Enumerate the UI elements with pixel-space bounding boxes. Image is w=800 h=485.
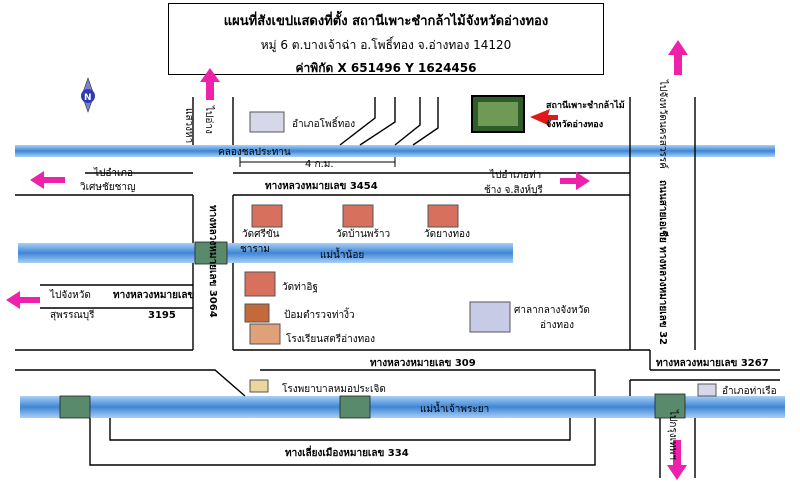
pa-mok-district-label: อำเภอท่าเรือ [722, 385, 777, 397]
distance-label: 4 ก.ม. [305, 159, 334, 170]
district-office-2-icon [697, 383, 717, 397]
road-309-label: ทางหลวงหมายเลข 309 [370, 358, 476, 369]
district-office-icon [249, 111, 285, 133]
hospital-icon [249, 379, 269, 393]
provincial-hall-icon [469, 301, 511, 333]
direction-arrows [6, 40, 688, 480]
arrow-left-icon [30, 171, 65, 189]
arrow-right-icon [560, 172, 590, 190]
canal-label: คลองชลประทาน [218, 147, 291, 158]
road-3454-label: ทางหลวงหมายเลข 3454 [265, 181, 378, 192]
bridge-icon-2 [59, 395, 91, 419]
arrow-left-lower-icon [6, 291, 40, 309]
to-north-a: ไปอ่าง [203, 105, 215, 134]
to-nakhon-sawan-label: ไปจังหวัดนครสวรรค์ [657, 79, 669, 169]
school-icon [249, 323, 281, 345]
arrow-up-right-icon [668, 40, 688, 75]
road-lines [15, 97, 780, 478]
road-3064-label: ทางหลวงหมายเลข 3064 [207, 205, 218, 318]
wat-tha-ithu-label: วัดท่าอิฐ [282, 282, 318, 293]
to-bangkok-label: ไปกรุงเทพฯ [667, 409, 679, 460]
noi-river-label: แม่น้ำน้อย [320, 247, 364, 261]
wat-yang-thong-label: วัดยางทอง [424, 229, 470, 240]
provincial-hall-label-2: อ่างทอง [540, 320, 574, 331]
wat-ban-phrao-label: วัดบ้านพร้าว [336, 228, 390, 240]
map-title: แผนที่สังเขปแสดงที่ตั้ง สถานีเพาะชำกล้าไ… [223, 14, 549, 29]
station-photo-inner [478, 102, 518, 126]
to-tha-chang-a: ไปอำเภอท่า [489, 169, 541, 181]
arrow-up-icon [200, 68, 220, 100]
temple-icon-2 [342, 204, 374, 228]
compass-icon [81, 77, 95, 113]
wat-si-khan-label: วัดศรีขัน [242, 228, 280, 240]
to-north-b: แสวงหา [183, 108, 194, 143]
to-wiset-a: ไปอำเภอ [93, 167, 133, 179]
road-3195-label-a: ทางหลวงหมายเลข [113, 290, 195, 301]
road-3267-label: ทางหลวงหมายเลข 3267 [656, 358, 769, 369]
building-icons [244, 111, 717, 397]
temple-icon-1 [251, 204, 283, 228]
road-334-label: ทางเลี่ยงเมืองหมายเลข 334 [285, 445, 409, 459]
police-box-label: ป้อมตำรวจท่างิ้ว [284, 307, 355, 321]
map-title-box: แผนที่สังเขปแสดงที่ตั้ง สถานีเพาะชำกล้าไ… [168, 3, 604, 75]
chao-phraya-river [20, 396, 785, 418]
police-box-icon [244, 303, 270, 323]
map-coordinates: ค่าพิกัด X 651496 Y 1624456 [295, 61, 477, 75]
arrow-down-icon [667, 440, 687, 480]
compass-letter: N [84, 93, 92, 103]
temple-icon-4 [244, 271, 276, 297]
to-suphan-a: ไปจังหวัด [49, 289, 91, 301]
pointer-arrow-icon [530, 109, 558, 126]
hospital-label: โรงพยาบาลหมอประเจิด [282, 382, 386, 395]
canal [15, 145, 775, 157]
station-label-2: จังหวัดอ่างทอง [546, 119, 603, 130]
noi-river [18, 243, 513, 263]
map-address: หมู่ 6 ต.บางเจ้าฉ่า อ.โพธิ์ทอง จ.อ่างทอง… [260, 38, 512, 52]
road-32-label: ถนนสายเอเชีย ทางหลวงหมายเลข 32 [657, 180, 669, 345]
provincial-hall-label-1: ศาลากลางจังหวัด [514, 305, 590, 316]
station-label-1: สถานีเพาะชำกล้าไม้ [546, 99, 625, 111]
aram-label: ชาราม [240, 244, 270, 255]
school-label: โรงเรียนสตรีอ่างทอง [286, 332, 375, 345]
chao-phraya-label: แม่น้ำเจ้าพระยา [420, 401, 489, 415]
pho-thong-district-label: อำเภอโพธิ์ทอง [292, 116, 355, 130]
to-tha-chang-b: ช้าง จ.สิงห์บุรี [484, 184, 543, 196]
bridge-icons [59, 241, 686, 419]
bridge-icon-3 [339, 395, 371, 419]
road-3195-label-b: 3195 [148, 310, 176, 321]
to-suphan-b: สุพรรณบุรี [50, 309, 95, 321]
bridge-icon-4 [654, 393, 686, 419]
distance-marker [239, 157, 396, 167]
temple-icon-3 [427, 204, 459, 228]
bridge-icon-1 [194, 241, 228, 265]
to-wiset-b: วิเศษชัยชาญ [80, 182, 136, 193]
